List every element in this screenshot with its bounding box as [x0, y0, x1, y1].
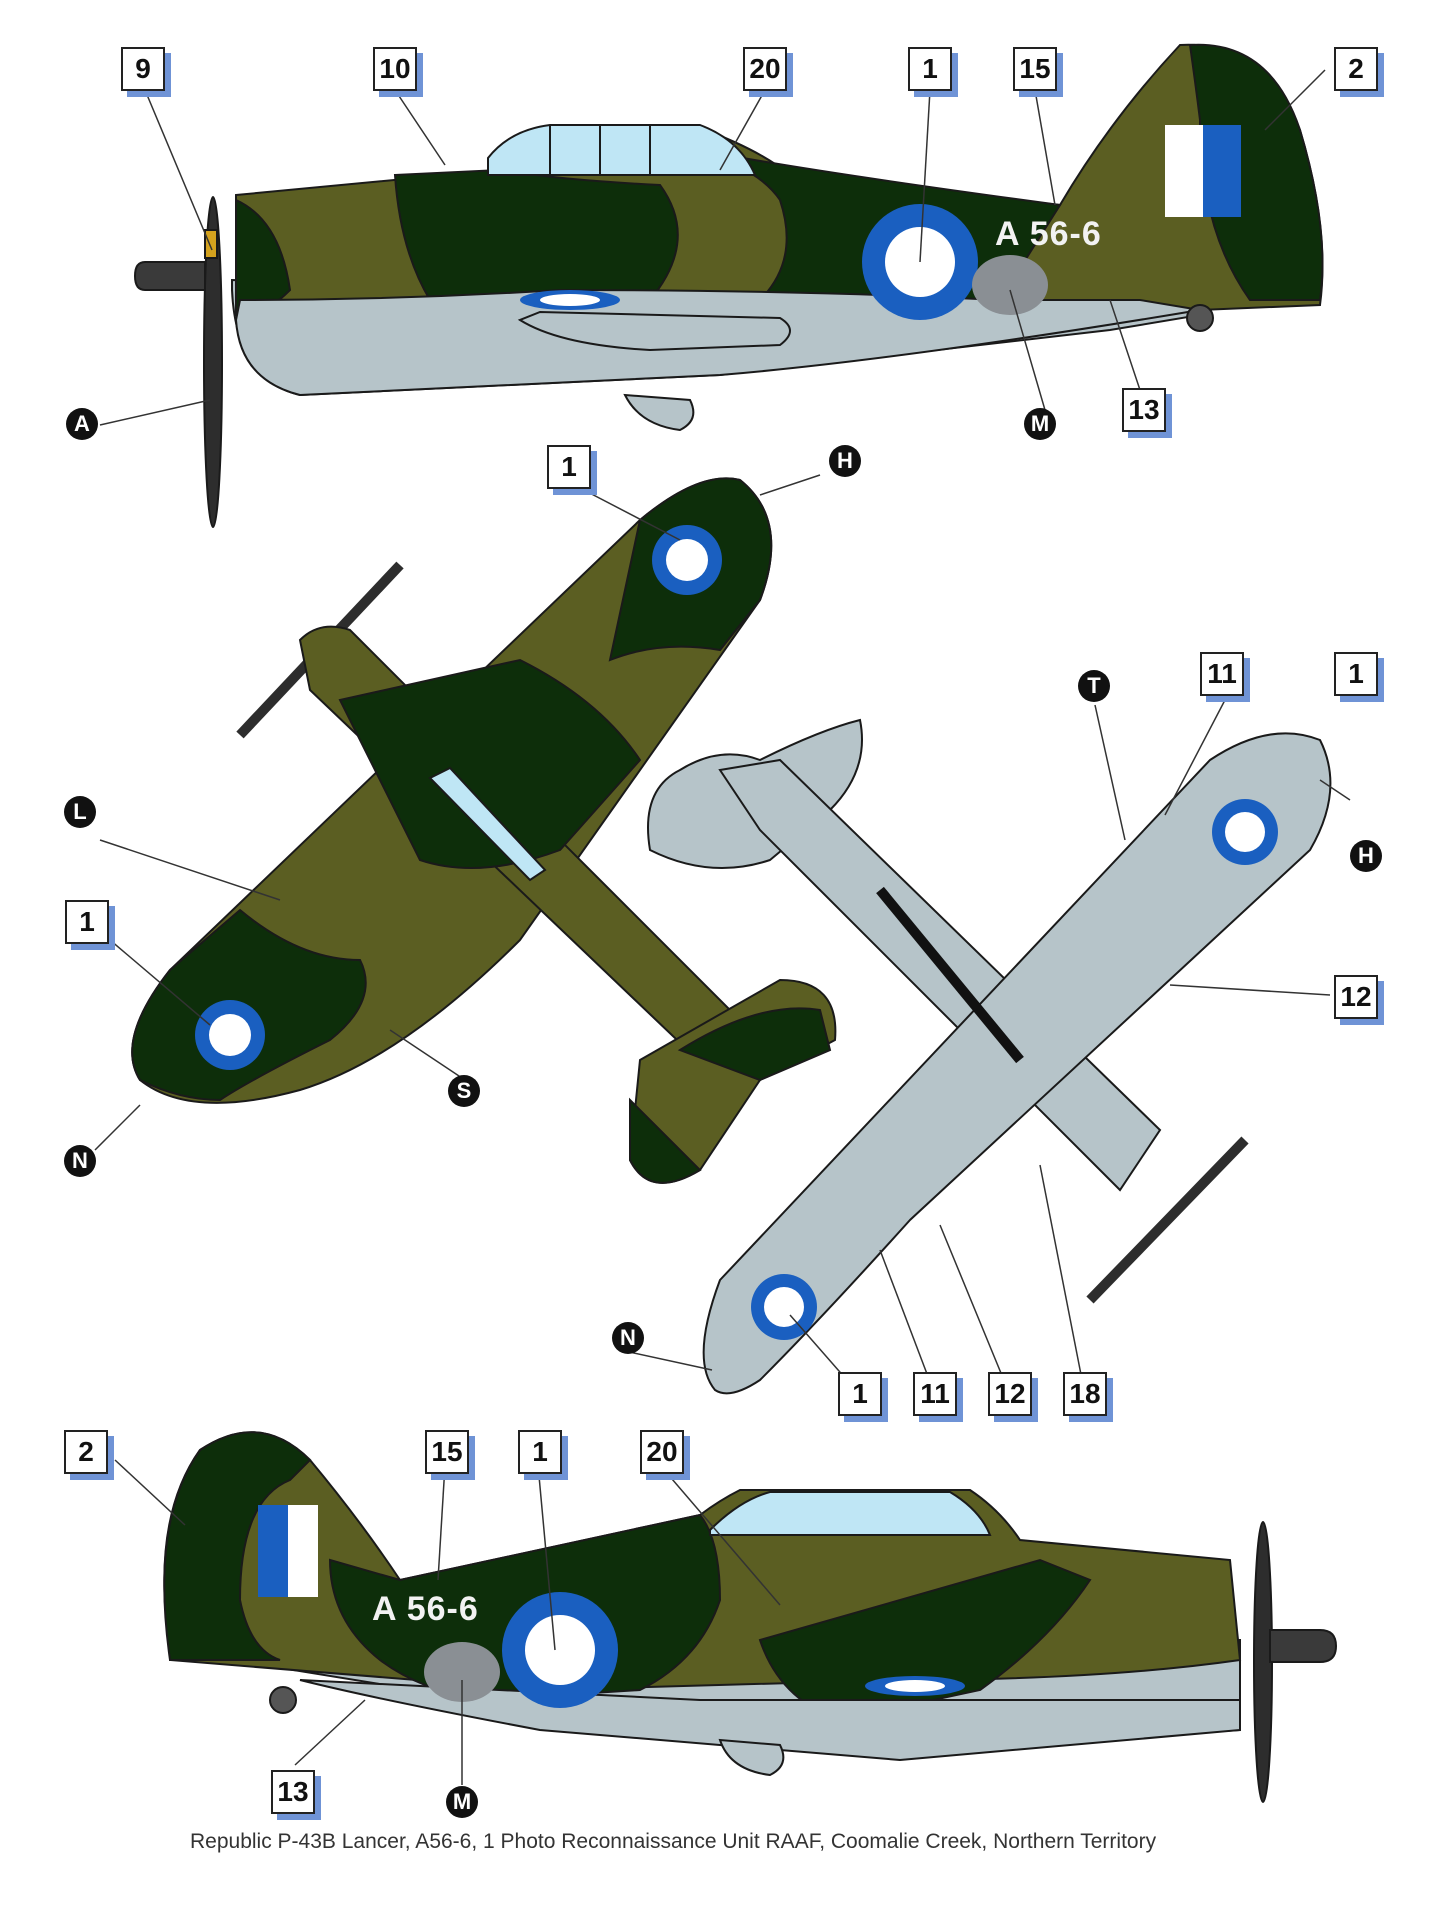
figure-caption: Republic P-43B Lancer, A56-6, 1 Photo Re…: [190, 1830, 1157, 1853]
marker-S: S: [448, 1075, 480, 1107]
callout-1: 1: [908, 47, 952, 91]
callout-13: 13: [271, 1770, 315, 1814]
callout-12: 12: [1334, 975, 1378, 1019]
callout-12: 12: [988, 1372, 1032, 1416]
top-plan-view: [94, 474, 837, 1184]
left-profile-view: [99, 43, 1326, 528]
callout-1: 1: [518, 1430, 562, 1474]
underside-plan-view: [619, 699, 1351, 1396]
callout-20: 20: [640, 1430, 684, 1474]
callout-15: 15: [425, 1430, 469, 1474]
marker-N: N: [612, 1322, 644, 1354]
callout-11: 11: [1200, 652, 1244, 696]
marker-M: M: [446, 1786, 478, 1818]
marker-M: M: [1024, 408, 1056, 440]
marker-H: H: [829, 445, 861, 477]
fuselage-serial-left: A 56-6: [995, 215, 1102, 253]
callout-2: 2: [64, 1430, 108, 1474]
callout-11: 11: [913, 1372, 957, 1416]
marker-L: L: [64, 796, 96, 828]
marker-N: N: [64, 1145, 96, 1177]
callout-15: 15: [1013, 47, 1057, 91]
callout-20: 20: [743, 47, 787, 91]
marker-H: H: [1350, 840, 1382, 872]
right-profile-view: [114, 1431, 1338, 1803]
marker-T: T: [1078, 670, 1110, 702]
callout-10: 10: [373, 47, 417, 91]
callout-1: 1: [547, 445, 591, 489]
callout-13: 13: [1122, 388, 1166, 432]
callout-1: 1: [1334, 652, 1378, 696]
callout-1: 1: [65, 900, 109, 944]
callout-1: 1: [838, 1372, 882, 1416]
callout-9: 9: [121, 47, 165, 91]
marker-A: A: [66, 408, 98, 440]
fuselage-serial-right: A 56-6: [372, 1590, 479, 1628]
callout-18: 18: [1063, 1372, 1107, 1416]
callout-2: 2: [1334, 47, 1378, 91]
